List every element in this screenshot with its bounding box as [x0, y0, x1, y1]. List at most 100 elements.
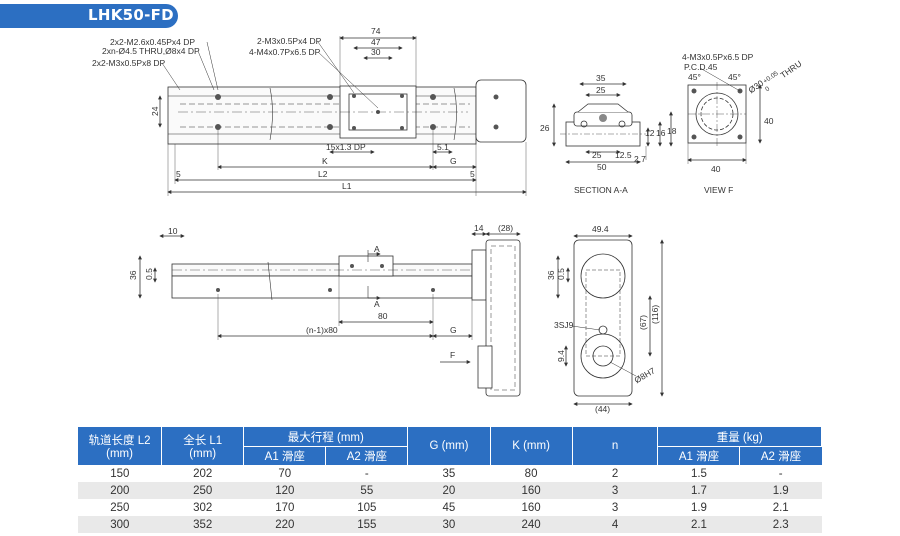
technical-drawing: 2x2-M2.6x0.45Px4 DP 2xn-Ø4.5 THRU,Ø8x4 D…: [92, 26, 804, 414]
sec-dim-125: 12.5: [615, 150, 632, 160]
cell-stroke-a1: 170: [243, 499, 326, 516]
dim-74: 74: [371, 26, 381, 36]
end-dim-44: (44): [595, 404, 610, 414]
note-m3x4: 2-M3x0.5Px4 DP: [257, 36, 322, 46]
side-dim-80: 80: [378, 311, 388, 321]
cell-stroke-a2: 55: [325, 482, 408, 499]
cell-g: 30: [407, 516, 490, 533]
section-aa-label: SECTION A-A: [574, 185, 628, 195]
viewf-note-pcd: P.C.D.45: [684, 62, 718, 72]
side-dim-g: G: [450, 325, 457, 335]
th-max-stroke: 最大行程 (mm): [243, 427, 409, 447]
sec-dim-25: 25: [596, 85, 606, 95]
end-dim-494: 49.4: [592, 224, 609, 234]
dim-15x13: 15x1.3 DP: [326, 142, 366, 152]
note-m26: 2x2-M2.6x0.45Px4 DP: [110, 37, 195, 47]
end-dim-8h7: Ø8H7: [633, 365, 657, 385]
cell-stroke-a1: 120: [243, 482, 326, 499]
side-dim-10: 10: [168, 226, 178, 236]
cell-l1: 202: [161, 465, 244, 482]
sec-dim-25b: 25: [592, 150, 602, 160]
cell-g: 45: [407, 499, 490, 516]
note-m4: 4-M4x0.7Px6.5 DP: [249, 47, 321, 57]
sec-dim-26: 26: [540, 123, 550, 133]
cell-k: 80: [490, 465, 573, 482]
cell-l1: 352: [161, 516, 244, 533]
end-dim-05: 0.5: [556, 268, 566, 280]
cell-k: 160: [490, 482, 573, 499]
cell-weight-a2: 1.9: [739, 482, 822, 499]
sec-dim-12: 12: [645, 128, 655, 138]
side-view: [138, 232, 521, 397]
cell-l1: 302: [161, 499, 244, 516]
cell-weight-a1: 1.7: [657, 482, 740, 499]
cell-l2: 300: [78, 516, 162, 533]
cell-weight-a2: 2.3: [739, 516, 822, 533]
cell-n: 3: [572, 499, 658, 516]
dim-g: G: [450, 156, 457, 166]
cell-l2: 250: [78, 499, 162, 516]
cell-stroke-a1: 220: [243, 516, 326, 533]
end-dim-36: 36: [546, 270, 556, 280]
table-header-row: 轨道长度 L2(mm) 全长 L1(mm) 最大行程 (mm) G (mm) K…: [78, 427, 822, 465]
th-weight-a2: A2 滑座: [739, 446, 822, 465]
end-dim-67: (67): [638, 315, 648, 330]
viewf-note-tol-lower: 0: [764, 85, 771, 93]
view-f-label: VIEW F: [704, 185, 733, 195]
side-dim-28: (28): [498, 223, 513, 233]
th-stroke-a1: A1 滑座: [243, 446, 327, 465]
cell-stroke-a1: 70: [243, 465, 326, 482]
th-g: G (mm): [407, 427, 491, 465]
cell-k: 240: [490, 516, 573, 533]
spec-table: 轨道长度 L2(mm) 全长 L1(mm) 最大行程 (mm) G (mm) K…: [78, 427, 822, 533]
end-dim-3sj9: 3SJ9: [554, 320, 574, 330]
side-dim-14: 14: [474, 223, 484, 233]
dim-k: K: [322, 156, 328, 166]
sec-dim-18: 18: [667, 126, 677, 136]
view-f: [687, 67, 762, 164]
cell-l1: 250: [161, 482, 244, 499]
note-m3x8: 2x2-M3x0.5Px8 DP: [92, 58, 166, 68]
end-dim-94: 9.4: [556, 350, 566, 362]
cell-k: 160: [490, 499, 573, 516]
dim-l1: L1: [342, 181, 352, 191]
viewf-angle-2: 45°: [728, 72, 741, 82]
dim-30: 30: [371, 47, 381, 57]
side-section-a-top: A: [374, 244, 380, 254]
th-k: K (mm): [490, 427, 573, 465]
viewf-note-thru: THRU: [778, 58, 803, 80]
viewf-note-m3: 4-M3x0.5Px6.5 DP: [682, 52, 754, 62]
th-rail-length: 轨道长度 L2(mm): [78, 427, 163, 465]
end-view: [556, 234, 664, 406]
dim-47: 47: [371, 37, 381, 47]
viewf-note-tol-upper: +0.05: [762, 70, 780, 85]
cell-weight-a2: 2.1: [739, 499, 822, 516]
dim-l2: L2: [318, 169, 328, 179]
cell-stroke-a2: 105: [325, 499, 408, 516]
th-total-length: 全长 L1(mm): [161, 427, 245, 465]
cell-g: 35: [407, 465, 490, 482]
cell-stroke-a2: 155: [325, 516, 408, 533]
cell-l2: 200: [78, 482, 162, 499]
side-dim-pitch: (n-1)x80: [306, 325, 338, 335]
dim-51: 5.1: [437, 142, 449, 152]
dim-5-left: 5: [176, 169, 181, 179]
viewf-dim-40-h: 40: [711, 164, 721, 174]
cell-n: 4: [572, 516, 658, 533]
th-n: n: [572, 427, 659, 465]
sec-dim-16: 16: [656, 128, 666, 138]
end-dim-116: (116): [650, 305, 660, 324]
cell-weight-a1: 2.1: [657, 516, 740, 533]
cell-n: 2: [572, 465, 658, 482]
cell-n: 3: [572, 482, 658, 499]
cell-weight-a1: 1.9: [657, 499, 740, 516]
cell-stroke-a2: -: [325, 465, 408, 482]
section-aa-view: [552, 82, 673, 164]
title-tab: [0, 4, 178, 28]
dim-5-right: 5: [470, 169, 475, 179]
side-dim-05: 0.5: [144, 268, 154, 280]
cell-l2: 150: [78, 465, 162, 482]
